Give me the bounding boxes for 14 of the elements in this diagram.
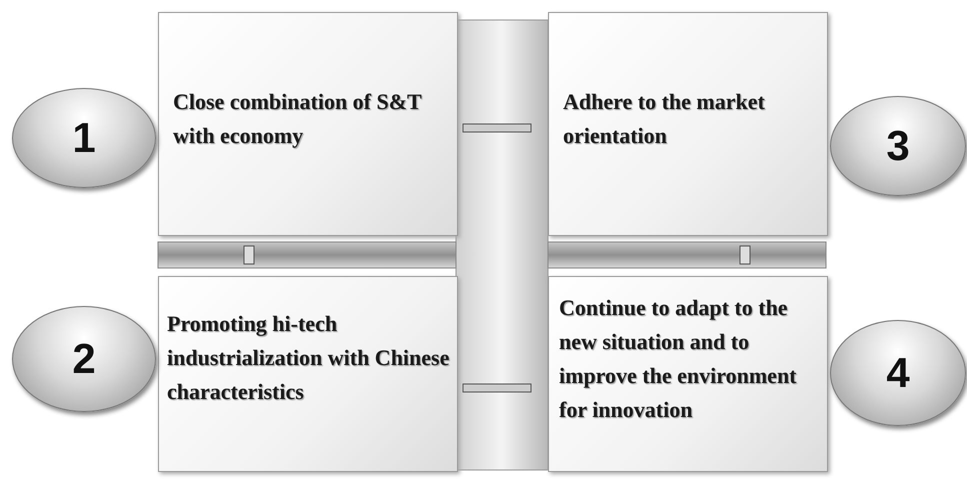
panel-text: Adhere to the market orientation — [563, 88, 766, 150]
step-number: 2 — [72, 335, 96, 383]
panel-text: Close combination of S&T with economy — [173, 88, 422, 150]
text-panel — [548, 276, 828, 472]
step-number: 1 — [72, 114, 96, 162]
number-button — [830, 96, 966, 196]
panel-text: Continue to adapt to the new situation and to improve the environment for innovation — [559, 294, 798, 424]
text-panel — [158, 276, 458, 472]
text-panel — [548, 12, 828, 236]
number-button — [830, 320, 966, 426]
text-panel — [158, 12, 458, 236]
step-number: 3 — [886, 122, 910, 170]
step-number: 4 — [886, 349, 910, 397]
panel-text: Promoting hi-tech industrialization with Chinese characteristics — [167, 310, 450, 406]
